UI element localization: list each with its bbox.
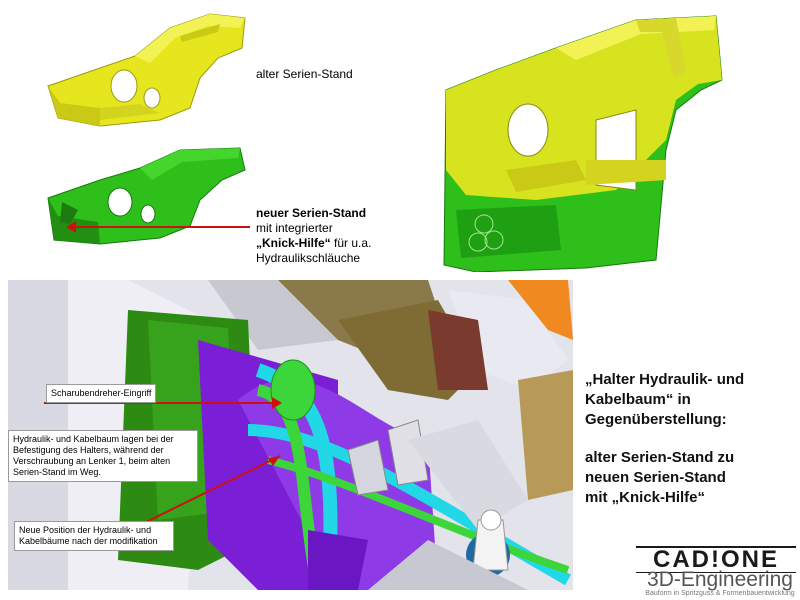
- neue-position-arrow: [129, 455, 281, 531]
- overlay-comparison-render: [436, 10, 726, 272]
- schrauber-arrowhead: [272, 397, 282, 409]
- logo-engineering-text: 3D-Engineering: [647, 568, 793, 591]
- headline-line1: „Halter Hydraulik- und: [585, 371, 745, 388]
- alter-stand-label: alter Serien-Stand: [256, 67, 353, 81]
- schrauber-callout: Scharubendreher-Eingriff: [46, 384, 157, 403]
- knick-hilfe-term: „Knick-Hilfe“: [256, 236, 331, 250]
- neuer-stand-line3: „Knick-Hilfe“ für u.a.: [256, 236, 436, 251]
- headline-line2: Kabelbaum“ in: [585, 391, 691, 408]
- neuer-stand-title: neuer Serien-Stand: [256, 206, 367, 220]
- knick-hilfe-arrowhead: [66, 221, 76, 233]
- logo-subtitle-text: Bauform in Spritzguss & Formenbauentwick…: [645, 590, 795, 597]
- logo-top-text: CAD!ONE: [653, 546, 779, 573]
- neuer-stand-line2: mit integrierter: [256, 221, 333, 235]
- hydraulik-callout: Hydraulik- und Kabelbaum lagen bei der B…: [8, 430, 198, 482]
- neue-position-callout: Neue Position der Hydraulik- und Kabelbä…: [14, 521, 174, 551]
- old-part-render: [40, 8, 250, 133]
- schrauber-arrow-line: [44, 402, 276, 404]
- neuer-stand-line4: Hydraulikschläuche: [256, 251, 361, 265]
- neuer-stand-line3-rest: für u.a.: [330, 236, 372, 250]
- headline-line3: Gegenüberstellung:: [585, 411, 727, 428]
- neuer-stand-caption: neuer Serien-Stand mit integrierter „Kni…: [256, 206, 436, 266]
- cadone-logo: CAD!ONE: [636, 546, 796, 573]
- headline-line5: neuen Serien-Stand: [585, 469, 726, 486]
- knick-hilfe-arrow-line: [72, 226, 250, 228]
- headline-line4: alter Serien-Stand zu: [585, 449, 735, 466]
- comparison-headline: „Halter Hydraulik- und Kabelbaum“ in Geg…: [585, 370, 790, 508]
- new-part-render: [40, 140, 250, 250]
- headline-line6: mit „Knick-Hilfe“: [585, 489, 706, 506]
